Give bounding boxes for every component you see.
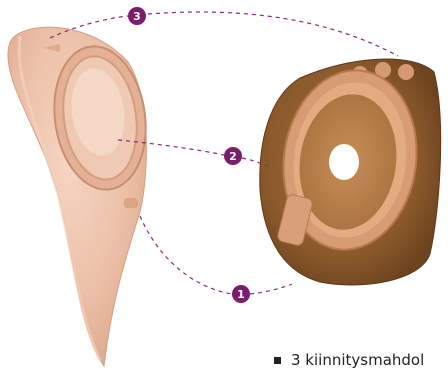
callout-marker-3: 3 xyxy=(128,7,146,25)
caption-text: 3 kiinnitysmahdol xyxy=(291,351,424,369)
square-bullet-icon xyxy=(274,357,281,364)
callout-marker-2: 2 xyxy=(224,147,242,165)
skin-barrier xyxy=(260,59,441,285)
callout-number-3: 3 xyxy=(133,10,141,23)
callout-marker-1: 1 xyxy=(232,285,250,303)
feature-caption: 3 kiinnitysmahdol xyxy=(274,351,424,369)
callout-number-2: 2 xyxy=(229,150,237,163)
callout-number-1: 1 xyxy=(237,288,245,301)
